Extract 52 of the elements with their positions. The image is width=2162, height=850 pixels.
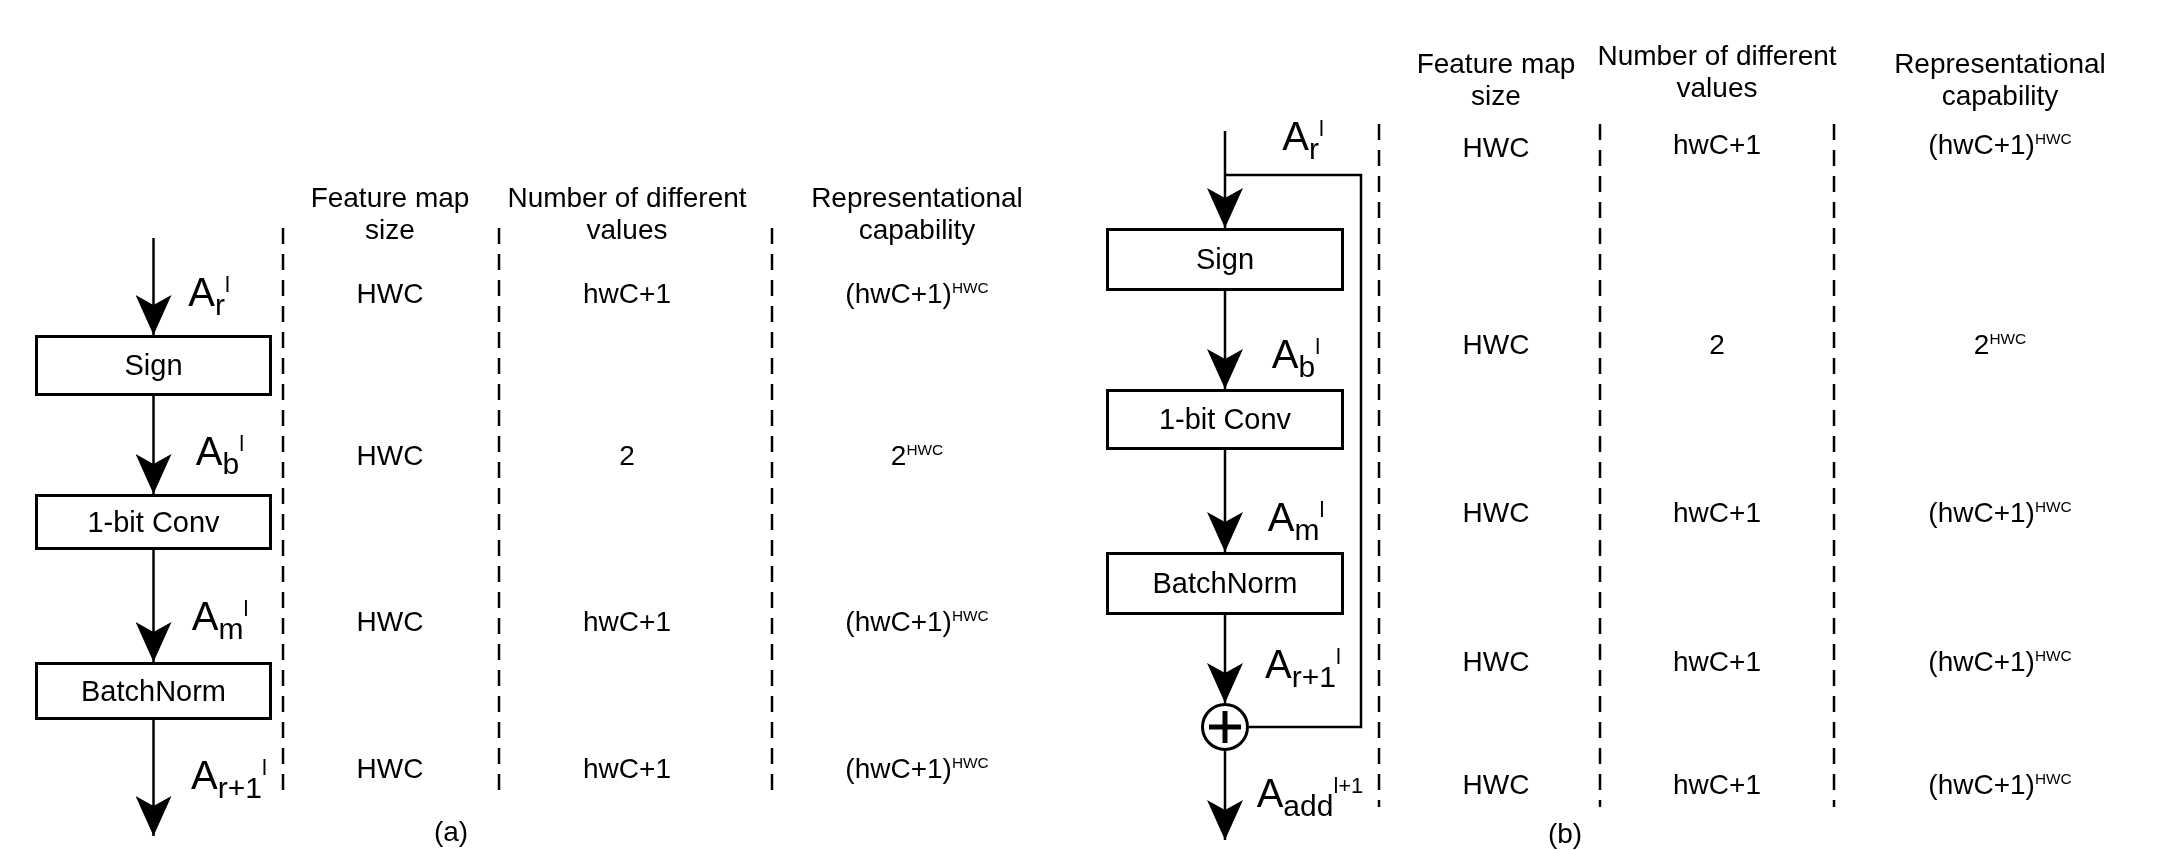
table-cell: HWC — [1462, 328, 1530, 362]
table-cell: (hwC+1)$^{HWC}$ — [1928, 128, 2072, 162]
table-cell: (hwC+1)$^{HWC}$ — [1928, 496, 2072, 530]
column-header: Number of different values — [1596, 39, 1838, 105]
table-cell: HWC — [356, 439, 424, 473]
column-header: Feature map size — [1415, 47, 1577, 113]
process-box: Sign — [35, 335, 272, 396]
table-cell: hwC+1 — [583, 605, 671, 639]
arrow — [135, 720, 172, 836]
table-cell: (hwC+1)$^{HWC}$ — [845, 277, 989, 311]
process-box: BatchNorm — [35, 662, 272, 720]
table-cell: (hwC+1)$^{HWC}$ — [845, 752, 989, 786]
arrow — [135, 396, 172, 494]
arrow — [135, 550, 172, 662]
table-cell: hwC+1 — [1673, 128, 1761, 162]
process-box: 1-bit Conv — [35, 494, 272, 550]
table-cell: HWC — [1462, 496, 1530, 530]
table-cell: hwC+1 — [1673, 496, 1761, 530]
table-cell: 2 — [619, 439, 635, 473]
table-cell: hwC+1 — [583, 752, 671, 786]
table-cell: HWC — [356, 752, 424, 786]
process-box: Sign — [1106, 228, 1344, 291]
table-cell: HWC — [356, 605, 424, 639]
table-cell: (hwC+1)$^{HWC}$ — [1928, 768, 2072, 802]
arrow — [1207, 615, 1243, 703]
arrow — [1207, 450, 1243, 552]
panel-label: (a) — [433, 815, 469, 849]
table-cell: hwC+1 — [583, 277, 671, 311]
table-cell: HWC — [1462, 131, 1530, 165]
process-box: BatchNorm — [1106, 552, 1344, 615]
table-cell: 2 — [1709, 328, 1725, 362]
table-cell: 2$^{HWC}$ — [1973, 328, 2027, 362]
table-cell: 2$^{HWC}$ — [890, 439, 944, 473]
table-cell: (hwC+1)$^{HWC}$ — [845, 605, 989, 639]
arrow — [1207, 291, 1243, 389]
adder-circle — [1201, 703, 1249, 751]
connector-line — [1225, 173, 1363, 729]
table-cell: HWC — [1462, 768, 1530, 802]
table-cell: HWC — [356, 277, 424, 311]
arrow — [135, 238, 172, 335]
column-header: Representational capability — [1893, 47, 2107, 113]
table-cell: hwC+1 — [1673, 645, 1761, 679]
table-cell: HWC — [1462, 645, 1530, 679]
table-cell: hwC+1 — [1673, 768, 1761, 802]
column-header: Representational capability — [810, 181, 1024, 247]
process-box: 1-bit Conv — [1106, 389, 1344, 450]
arrow — [1207, 131, 1243, 228]
column-header: Feature map size — [309, 181, 471, 247]
arrow — [1207, 751, 1243, 840]
table-cell: (hwC+1)$^{HWC}$ — [1928, 645, 2072, 679]
column-header: Number of different values — [506, 181, 748, 247]
panel-label: (b) — [1547, 817, 1583, 850]
